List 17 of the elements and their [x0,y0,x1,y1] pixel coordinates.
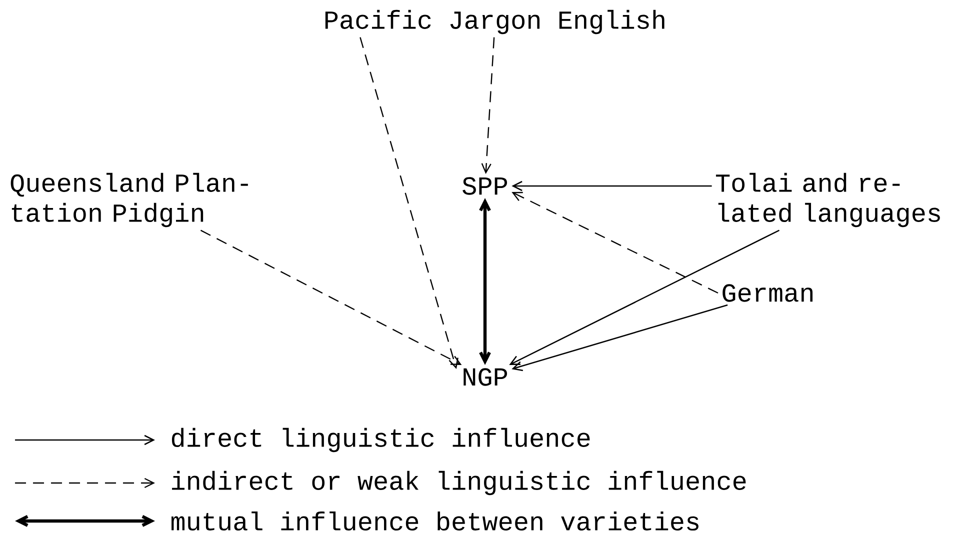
legend-text: direct linguistic influence [172,428,590,452]
language-label: German [722,284,812,302]
arrow [512,304,728,372]
arrow [512,180,712,192]
legend-text: indirect or weak linguistic influence [172,470,746,496]
variety-label: SPP [462,177,507,195]
arrow [200,230,462,365]
legend-text: mutual influence between varieties [171,511,698,531]
arrow [360,37,458,369]
language-label: Queensland Plan- tation Pidgin [10,172,248,228]
arrow [481,37,495,174]
arrow [509,230,780,365]
arrow [512,192,718,294]
variety-label: NGP [464,368,507,386]
arrow [479,198,491,365]
language-label: Pacific Jargon English [325,10,664,34]
language-label: Tolai and re- lated languages [716,172,940,228]
